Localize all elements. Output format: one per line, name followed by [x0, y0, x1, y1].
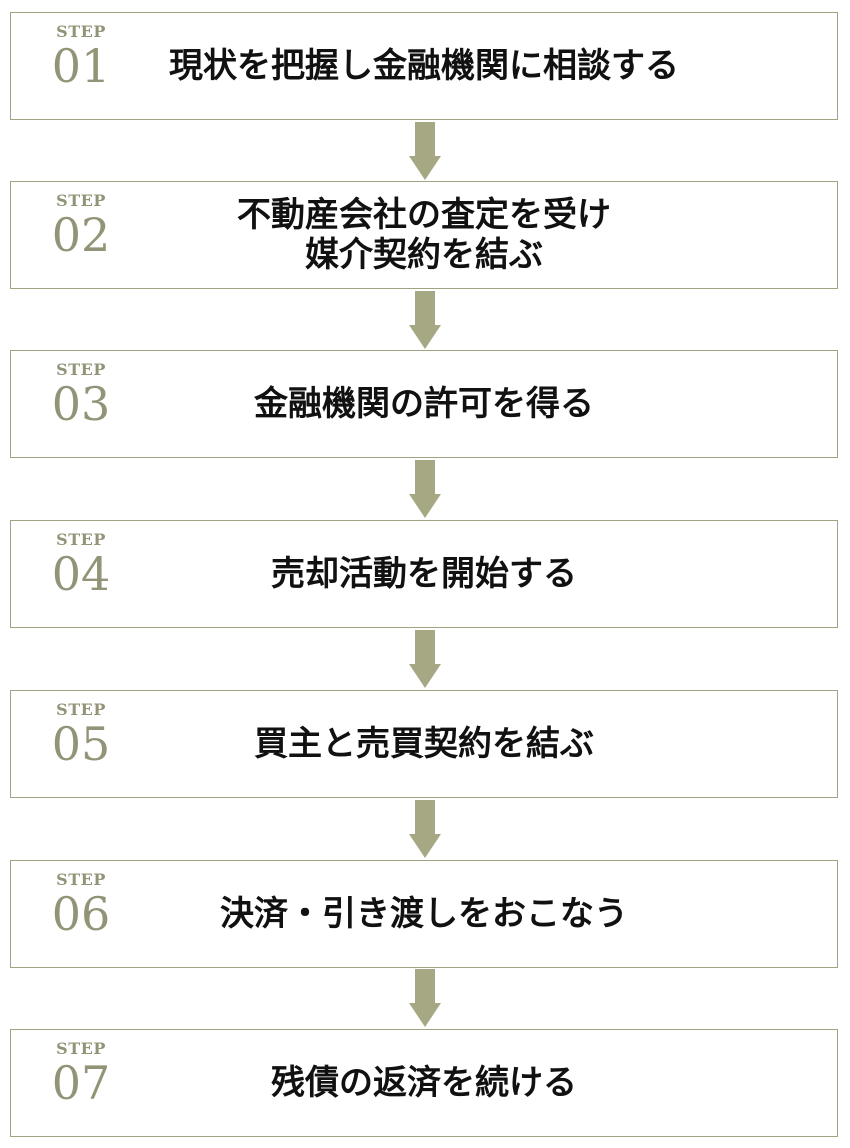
step-word: STEP: [56, 1039, 106, 1058]
step-number: 06: [51, 887, 111, 941]
step-number: 04: [51, 547, 111, 601]
step-label: STEP 05: [33, 700, 129, 771]
down-arrow-icon: [409, 122, 441, 182]
step-box-06: STEP 06 決済・引き渡しをおこなう: [10, 860, 838, 968]
step-word: STEP: [56, 191, 106, 210]
step-label: STEP 06: [33, 870, 129, 941]
step-label: STEP 07: [33, 1039, 129, 1110]
step-title: 不動産会社の査定を受け 媒介契約を結ぶ: [237, 195, 611, 275]
down-arrow-icon: [409, 291, 441, 351]
step-box-03: STEP 03 金融機関の許可を得る: [10, 350, 838, 458]
step-title: 決済・引き渡しをおこなう: [220, 894, 628, 934]
step-number: 05: [51, 717, 111, 771]
step-word: STEP: [56, 870, 106, 889]
step-box-04: STEP 04 売却活動を開始する: [10, 520, 838, 628]
step-box-02: STEP 02 不動産会社の査定を受け 媒介契約を結ぶ: [10, 181, 838, 289]
down-arrow-icon: [409, 969, 441, 1029]
step-box-07: STEP 07 残債の返済を続ける: [10, 1029, 838, 1137]
step-number: 03: [51, 377, 111, 431]
step-label: STEP 01: [33, 22, 129, 93]
step-title: 買主と売買契約を結ぶ: [254, 724, 594, 764]
step-label: STEP 04: [33, 530, 129, 601]
down-arrow-icon: [409, 800, 441, 860]
step-number: 02: [51, 208, 111, 262]
step-word: STEP: [56, 22, 106, 41]
step-word: STEP: [56, 360, 106, 379]
step-word: STEP: [56, 530, 106, 549]
step-title: 現状を把握し金融機関に相談する: [169, 46, 679, 86]
step-label: STEP 03: [33, 360, 129, 431]
step-number: 01: [51, 39, 111, 93]
step-title: 売却活動を開始する: [271, 554, 577, 594]
step-title: 残債の返済を続ける: [271, 1063, 577, 1103]
step-box-01: STEP 01 現状を把握し金融機関に相談する: [10, 12, 838, 120]
step-box-05: STEP 05 買主と売買契約を結ぶ: [10, 690, 838, 798]
down-arrow-icon: [409, 630, 441, 690]
step-title: 金融機関の許可を得る: [254, 384, 594, 424]
step-label: STEP 02: [33, 191, 129, 262]
step-word: STEP: [56, 700, 106, 719]
down-arrow-icon: [409, 460, 441, 520]
step-number: 07: [51, 1056, 111, 1110]
